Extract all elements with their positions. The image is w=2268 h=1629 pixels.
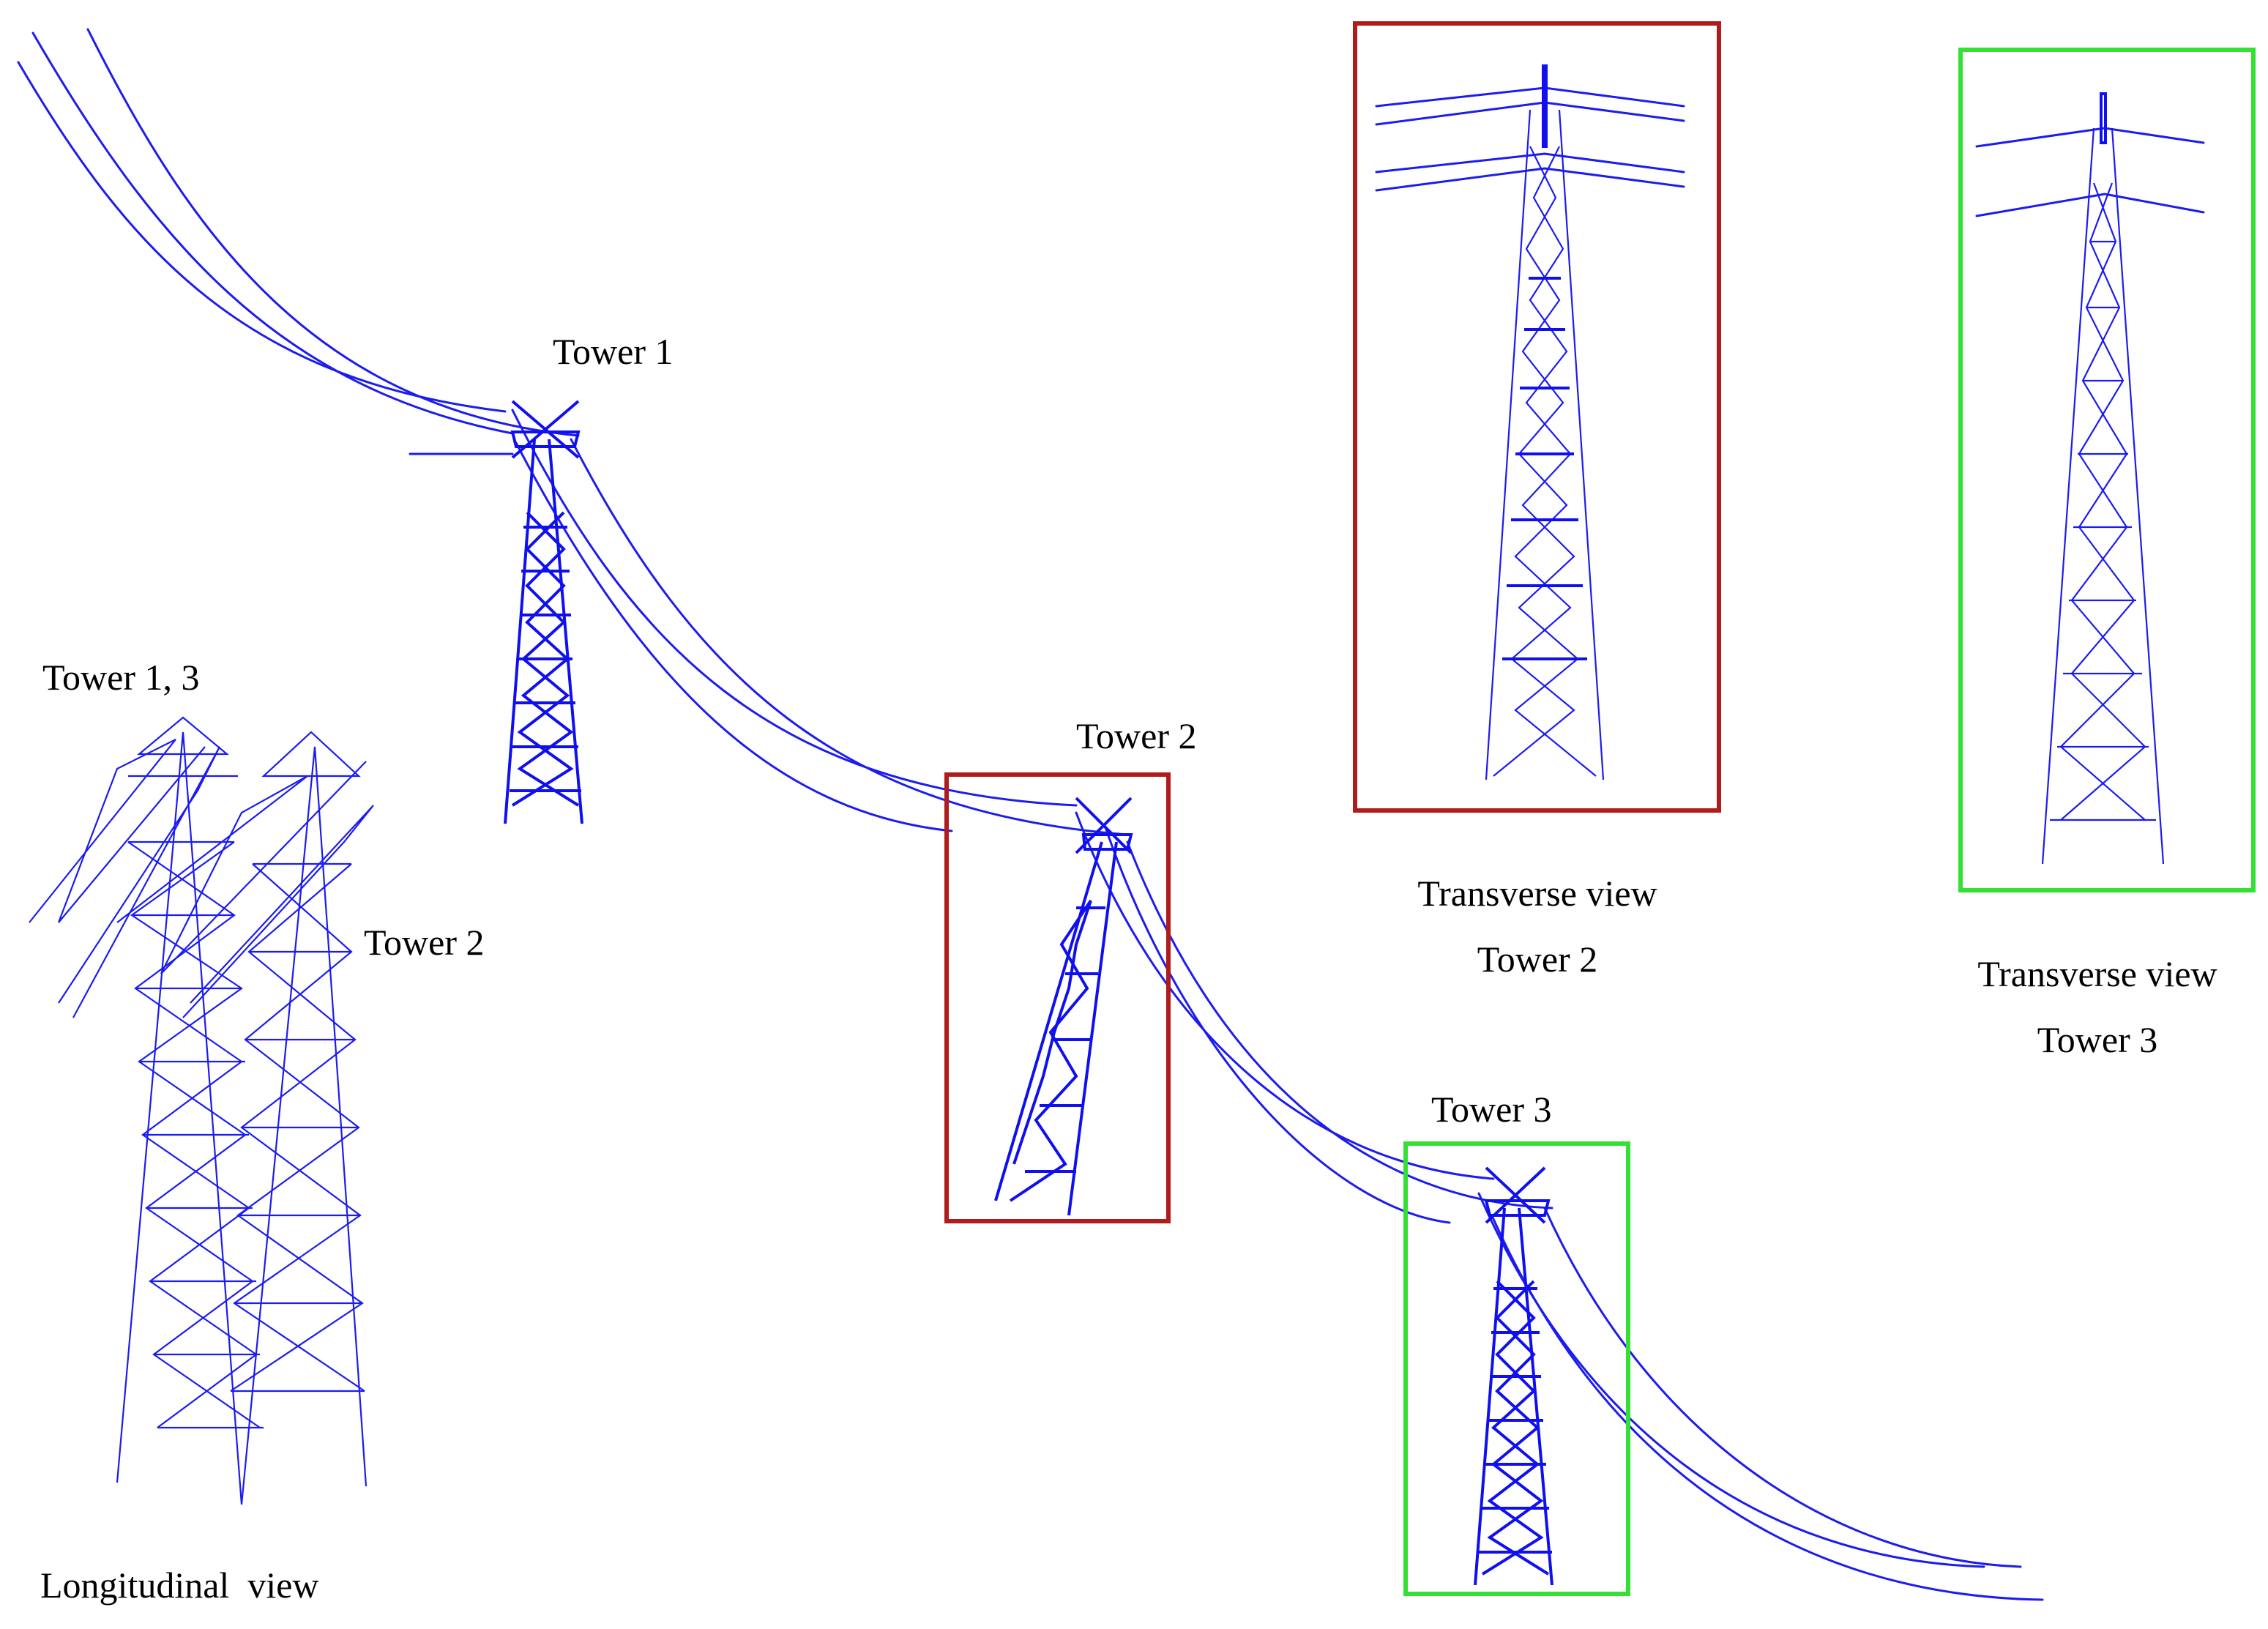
conductor-wires (17, 28, 2044, 1601)
tower-2-structure (994, 797, 1133, 1216)
transverse-view-tower-2-caption: Transverse view Tower 2 (1354, 860, 1720, 992)
tower-2-label: Tower 2 (1076, 715, 1197, 756)
tower-3-label: Tower 3 (1431, 1089, 1552, 1130)
transverse-view-tower-2-caption-line1: Transverse view (1417, 873, 1657, 914)
transverse-view-tower-3-lattice (1975, 92, 2205, 865)
longitudinal-view-caption: Longitudinal view (40, 1565, 319, 1606)
transverse-view-tower-3-caption-line1: Transverse view (1977, 953, 2217, 994)
tower-3-highlight-frame (1403, 1141, 1630, 1596)
longitudinal-tower-1-3-label: Tower 1, 3 (42, 657, 200, 698)
transverse-view-tower-2-lattice (1375, 64, 1685, 780)
tower-1-structure (504, 400, 583, 824)
transverse-view-tower-3-caption-line2: Tower 3 (2037, 1019, 2158, 1060)
transverse-view-tower-3-caption: Transverse view Tower 3 (1922, 941, 2268, 1073)
tower-2-highlight-frame (944, 772, 1171, 1223)
longitudinal-view-towers (29, 716, 374, 1505)
transverse-view-tower-3-frame (1958, 48, 2256, 892)
transverse-view-tower-2-caption-line2: Tower 2 (1477, 939, 1598, 980)
tower-3-structure (1474, 1166, 1553, 1586)
longitudinal-tower-2-label: Tower 2 (364, 922, 485, 963)
transverse-view-tower-2-frame (1353, 21, 1721, 813)
tower-1-label: Tower 1 (553, 331, 674, 372)
